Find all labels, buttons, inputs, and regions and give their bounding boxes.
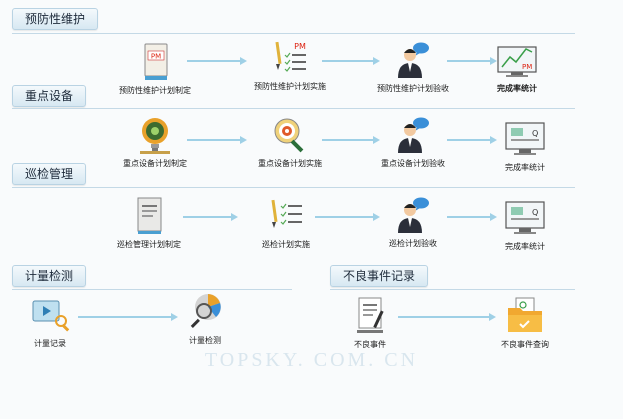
- step-label: 预防性维护计划实施: [254, 82, 326, 91]
- flow-arrow: [183, 213, 238, 221]
- video-magnifier-icon: [32, 300, 70, 332]
- step-label: 不良事件: [354, 340, 386, 349]
- step-label: 计量检测: [189, 336, 221, 345]
- chart-monitor-icon: PM: [497, 46, 537, 77]
- document-pen-icon: [357, 297, 384, 333]
- step-label: 重点设备计划实施: [258, 159, 322, 168]
- step-label: 不良事件查询: [501, 340, 549, 349]
- step-key-plan-implement[interactable]: 重点设备计划实施: [240, 115, 340, 169]
- divider-line: [12, 187, 575, 188]
- step-metering-record[interactable]: 计量记录: [0, 295, 100, 349]
- report-monitor-icon: Q: [505, 122, 545, 155]
- flow-arrow: [322, 57, 380, 65]
- user-chat-icon: [398, 197, 429, 233]
- step-label: 重点设备计划验收: [381, 159, 445, 168]
- step-adverse-event[interactable]: 不良事件: [320, 296, 420, 350]
- step-label: 巡检计划实施: [262, 240, 310, 249]
- flow-arrow: [398, 313, 496, 321]
- flow-arrow: [447, 213, 497, 221]
- pm-book-icon: PM: [144, 43, 168, 80]
- step-inspection-plan-create[interactable]: 巡检管理计划制定: [99, 196, 199, 250]
- step-key-plan-accept[interactable]: 重点设备计划验收: [363, 115, 463, 169]
- step-inspection-plan-implement[interactable]: 巡检计划实施: [236, 196, 336, 250]
- user-chat-icon: [398, 117, 429, 153]
- gear-bulb-icon: [140, 118, 170, 154]
- report-monitor-icon: Q: [505, 201, 545, 234]
- step-label: 预防性维护计划验收: [377, 84, 449, 93]
- section-tab-adverse-event[interactable]: 不良事件记录: [330, 265, 429, 287]
- step-key-plan-create[interactable]: 重点设备计划制定: [105, 115, 205, 169]
- section-tab-key-equipment[interactable]: 重点设备: [12, 85, 87, 107]
- flow-arrow: [187, 136, 247, 144]
- step-label: 巡检计划验收: [389, 239, 437, 248]
- pie-magnifier-icon: [190, 294, 221, 328]
- user-chat-icon: [398, 42, 429, 78]
- step-metering-test[interactable]: 计量检测: [155, 292, 255, 346]
- target-magnifier-icon: [274, 118, 304, 153]
- document-book-icon: [137, 197, 162, 234]
- step-adverse-event-query[interactable]: 不良事件查询: [475, 296, 575, 350]
- step-key-completion-stats[interactable]: Q 完成率统计: [475, 119, 575, 173]
- divider-line: [12, 289, 292, 290]
- flow-arrow: [447, 57, 497, 65]
- divider-line: [12, 108, 575, 109]
- svg-text:PM: PM: [522, 63, 532, 71]
- step-label: 完成率统计: [505, 163, 545, 172]
- svg-text:PM: PM: [294, 42, 306, 51]
- step-preventive-plan-accept[interactable]: 预防性维护计划验收: [363, 40, 463, 94]
- pm-checklist-icon: PM: [275, 41, 306, 72]
- step-preventive-plan-implement[interactable]: PM 预防性维护计划实施: [240, 38, 340, 92]
- section-tab-metering[interactable]: 计量检测: [12, 265, 87, 287]
- step-label: 完成率统计: [497, 84, 537, 93]
- step-preventive-completion-stats[interactable]: PM 完成率统计: [467, 40, 567, 94]
- step-preventive-plan-create[interactable]: PM 预防性维护计划制定: [105, 42, 205, 96]
- flow-arrow: [315, 213, 380, 221]
- svg-text:Q: Q: [532, 129, 538, 138]
- step-label: 完成率统计: [505, 242, 545, 251]
- flow-arrow: [187, 57, 247, 65]
- step-inspection-completion-stats[interactable]: Q 完成率统计: [475, 198, 575, 252]
- step-label: 重点设备计划制定: [123, 159, 187, 168]
- step-label: 计量记录: [34, 339, 66, 348]
- svg-text:PM: PM: [151, 53, 161, 61]
- watermark-text: TOPSKY. COM. CN: [204, 349, 419, 371]
- flow-arrow: [447, 136, 497, 144]
- divider-line: [330, 289, 575, 290]
- flow-arrow: [322, 136, 380, 144]
- svg-text:Q: Q: [532, 208, 538, 217]
- folder-search-icon: [508, 297, 542, 332]
- step-label: 巡检管理计划制定: [117, 240, 181, 249]
- step-inspection-plan-accept[interactable]: 巡检计划验收: [363, 195, 463, 249]
- section-tab-inspection[interactable]: 巡检管理: [12, 163, 87, 185]
- section-tab-preventive[interactable]: 预防性维护: [12, 8, 99, 30]
- checklist-icon: [271, 199, 302, 228]
- divider-line: [12, 33, 575, 34]
- flow-arrow: [78, 313, 178, 321]
- step-label: 预防性维护计划制定: [119, 86, 191, 95]
